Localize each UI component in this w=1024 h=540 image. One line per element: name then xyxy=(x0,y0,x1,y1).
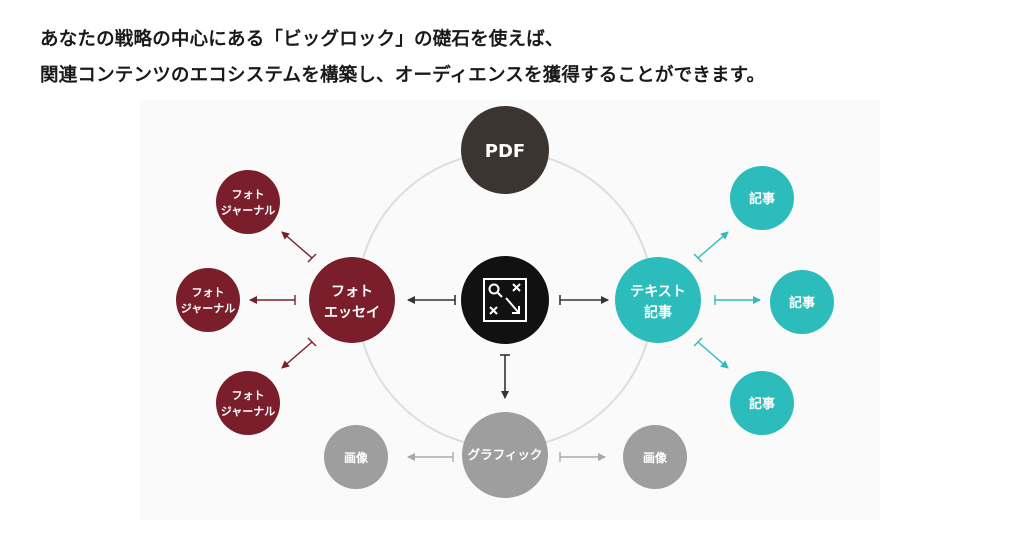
article-2-label: 記事 xyxy=(789,295,815,311)
photo-journal-1-label-line-2: ジャーナル xyxy=(221,204,275,217)
text-article-node: テキスト 記事 xyxy=(615,257,701,343)
headline: あなたの戦略の中心にある「ビッグロック」の礎石を使えば、 関連コンテンツのエコシ… xyxy=(40,22,1000,94)
headline-line-2: 関連コンテンツのエコシステムを構築し、オーディエンスを獲得することができます。 xyxy=(40,65,766,86)
photo-essay-node: フォト エッセイ xyxy=(309,257,395,343)
image-node-left: 画像 xyxy=(324,425,388,489)
center-strategy-node xyxy=(461,256,549,344)
essay-to-journal-3-arrow xyxy=(281,341,313,369)
photo-connectors xyxy=(249,231,317,369)
photo-essay-label-line-1: フォト xyxy=(331,284,373,300)
article-3-label: 記事 xyxy=(749,396,775,412)
photo-journal-2-label-line-1: フォト xyxy=(192,286,225,299)
center-connectors xyxy=(407,295,609,399)
article-node-1: 記事 xyxy=(730,166,794,230)
photo-journal-node-3: フォト ジャーナル xyxy=(216,371,280,435)
graphic-label: グラフィック xyxy=(468,447,543,462)
graphic-connectors xyxy=(407,452,606,462)
article-node-2: 記事 xyxy=(770,270,834,334)
photo-journal-node-2: フォト ジャーナル xyxy=(176,268,240,332)
image-node-right: 画像 xyxy=(623,425,687,489)
photo-journal-3-label-line-2: ジャーナル xyxy=(221,405,275,418)
pdf-label: PDF xyxy=(485,141,525,162)
diagram-canvas: PDF フォト エッセイ フォト xyxy=(176,106,834,498)
text-connectors xyxy=(693,231,761,369)
photo-journal-1-label-line-1: フォト xyxy=(232,188,265,201)
text-article-label-line-2: 記事 xyxy=(644,304,672,321)
image-right-label: 画像 xyxy=(643,450,668,465)
text-article-label-line-1: テキスト xyxy=(630,284,686,300)
pdf-node: PDF xyxy=(461,106,549,194)
photo-journal-node-1: フォト ジャーナル xyxy=(216,170,280,234)
strategy-icon xyxy=(483,278,527,322)
content-ecosystem-diagram: PDF フォト エッセイ フォト xyxy=(140,100,880,520)
graphic-node: グラフィック xyxy=(462,412,548,498)
article-node-3: 記事 xyxy=(730,371,794,435)
photo-journal-3-label-line-1: フォト xyxy=(232,389,265,402)
photo-essay-label-line-2: エッセイ xyxy=(324,305,380,321)
image-left-label: 画像 xyxy=(344,450,369,465)
photo-journal-2-label-line-2: ジャーナル xyxy=(181,302,235,315)
headline-line-1: あなたの戦略の中心にある「ビッグロック」の礎石を使えば、 xyxy=(40,29,564,50)
text-to-article-3-arrow xyxy=(697,341,729,369)
article-1-label: 記事 xyxy=(749,191,775,207)
essay-to-journal-1-arrow xyxy=(281,231,313,259)
text-to-article-1-arrow xyxy=(697,231,729,259)
